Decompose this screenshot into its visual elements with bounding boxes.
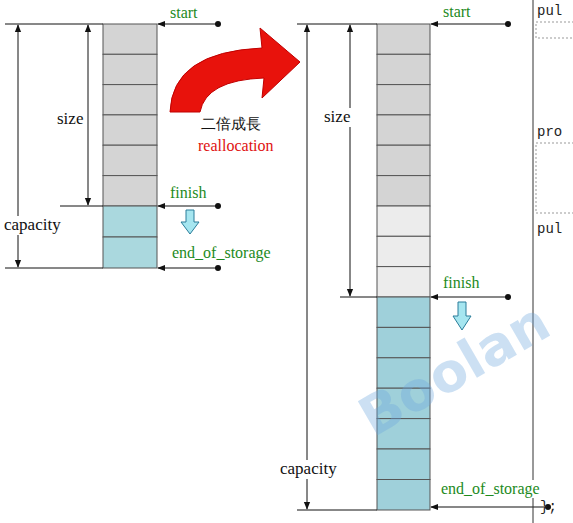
- dimension-label: capacity: [278, 460, 339, 479]
- pointer-label: finish: [443, 274, 479, 292]
- annotation-text: 二倍成長: [201, 116, 261, 133]
- code-fragment: pul: [537, 4, 562, 19]
- dimension-label: capacity: [2, 216, 63, 235]
- pointer-label: start: [443, 3, 471, 21]
- pointer-label: finish: [170, 184, 206, 202]
- pointer-label: start: [170, 4, 198, 22]
- code-fragment: };: [540, 500, 557, 515]
- dimension-label: size: [322, 108, 352, 127]
- code-fragment: pro: [537, 125, 562, 140]
- pointer-label: end_of_storage: [440, 480, 541, 498]
- pointer-label: end_of_storage: [172, 244, 271, 262]
- annotation-text: reallocation: [198, 137, 274, 155]
- dimension-label: size: [55, 110, 85, 129]
- code-fragment: pul: [537, 222, 562, 237]
